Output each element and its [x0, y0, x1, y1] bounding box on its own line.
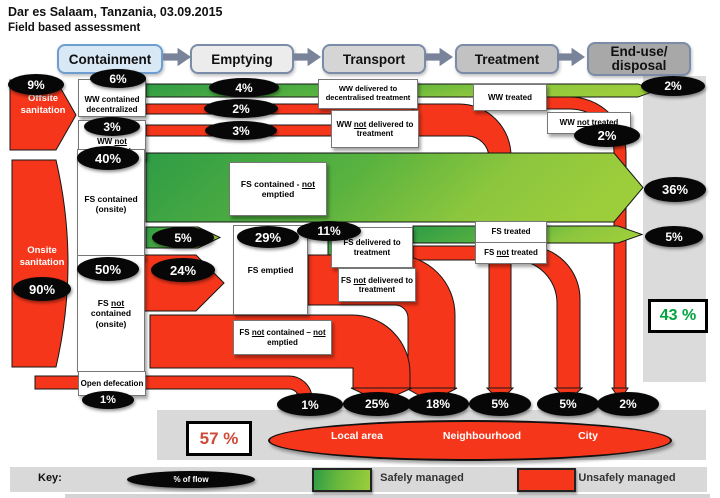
pct-fs-emptied-unsafe: 24% [151, 258, 215, 282]
pct-fs-treated-end: 5% [645, 226, 703, 247]
pct-ww-delivered: 4% [209, 78, 279, 97]
key-unsafe-label: Unsafely managed [578, 472, 676, 484]
pct-bottom-fs-nd: 18% [407, 392, 469, 416]
pct-ww-nd-3: 3% [205, 121, 277, 140]
pct-fs-cne-end: 36% [644, 177, 706, 202]
zone-local-area: Local area [331, 430, 383, 442]
bottom-edge-strip [65, 494, 710, 498]
box-fs-not-contained-not-emptied: FS not contained – not emptied [233, 320, 332, 355]
pct-open-def: 1% [82, 391, 134, 409]
box-fs-treated-label: FS treated [491, 227, 531, 237]
key-safe-swatch [312, 468, 372, 492]
box-fs-emptied-label: FS emptied [247, 264, 294, 275]
page-subtitle: Field based assessment [8, 22, 141, 34]
stage-treatment: Treatment [455, 44, 559, 74]
pct-bottom-ww-nd: 5% [469, 392, 531, 416]
pct-bottom-ww-nt: 2% [597, 392, 659, 416]
key-title: Key: [38, 472, 62, 484]
key-flow-ellipse: % of flow [127, 471, 255, 488]
box-fs-contained-not-emptied: FS contained - not emptied [229, 162, 327, 216]
box-fs-ncne-label: FS not contained – not emptied [239, 328, 326, 347]
onsite-label: Onsite sanitation [19, 245, 65, 268]
pct-fs-emptied-safe: 5% [152, 227, 214, 248]
zone-city: City [578, 430, 598, 442]
flow-open-defecation [34, 375, 313, 400]
box-fs-c-label: FS contained (onsite) [84, 193, 138, 214]
safe-total-box: 43 % [648, 299, 708, 333]
zone-neighbourhood: Neighbourhood [442, 430, 522, 442]
box-fs-not-delivered: FS not delivered to treatment [338, 268, 416, 302]
key-safe-label: Safely managed [380, 472, 464, 484]
page-title: Dar es Salaam, Tanzania, 03.09.2015 [8, 5, 223, 19]
box-ww-dec-label: WW contained decentralized [84, 95, 140, 114]
pct-ww-not-treated: 2% [574, 124, 640, 147]
box-fs-cne-label: FS contained - not emptied [240, 178, 316, 199]
unsafe-zone-ellipse [268, 420, 672, 461]
stage-enduse-line1: End-use/ [610, 43, 668, 59]
unsafe-total-box: 57 % [186, 421, 252, 456]
pct-fs-contained: 40% [77, 146, 139, 170]
box-ww-del-label: WW delivered to decentralised treatment [325, 84, 411, 102]
box-ww-treated: WW treated [473, 84, 547, 111]
source-onsite-shape [11, 159, 69, 368]
box-fs-nt-label: FS not treated [484, 248, 538, 258]
pct-bottom-fs-ncne: 25% [343, 392, 411, 416]
pct-onsite: 90% [13, 277, 71, 301]
pct-fs-delivered: 11% [297, 221, 361, 241]
pct-fs-emptied: 29% [237, 226, 299, 248]
box-fs-treated: FS treated [475, 221, 547, 243]
box-ww-delivered: WW delivered to decentralised treatment [318, 79, 418, 109]
box-fs-nc-label: FS not contained (onsite) [90, 298, 132, 329]
pct-bottom-fs-nt: 5% [537, 392, 599, 416]
pct-fs-not-contained: 50% [77, 257, 139, 281]
box-ww-treated-label: WW treated [488, 92, 532, 102]
pct-ww-dec: 6% [90, 69, 146, 88]
pct-bottom-open-def: 1% [277, 393, 343, 416]
box-fs-ndel-label: FS not delivered to treatment [340, 275, 413, 294]
box-ww-not-delivered: WW not delivered to treatment [331, 110, 419, 148]
pct-ww-not-contained: 3% [84, 117, 140, 136]
offsite-label: Offsite sanitation [20, 93, 66, 116]
box-ww-ndel-label: WW not delivered to treatment [336, 119, 414, 138]
box-ww-nt-label: WW not treated [559, 118, 619, 128]
pct-offsite: 9% [8, 74, 64, 95]
box-open-def-label: Open defecation [80, 378, 144, 388]
pct-ww-nd-2: 2% [204, 99, 278, 118]
box-fs-not-treated: FS not treated [475, 242, 547, 264]
box-fs-del-label: FS delivered to treatment [343, 238, 401, 257]
stage-enduse-line2: disposal [611, 58, 667, 73]
pct-ww-treated-end: 2% [641, 76, 705, 96]
stage-enduse: End-use/ disposal [587, 42, 691, 76]
flow-fs-contained-not-emptied [145, 152, 644, 223]
key-unsafe-swatch [517, 468, 576, 492]
